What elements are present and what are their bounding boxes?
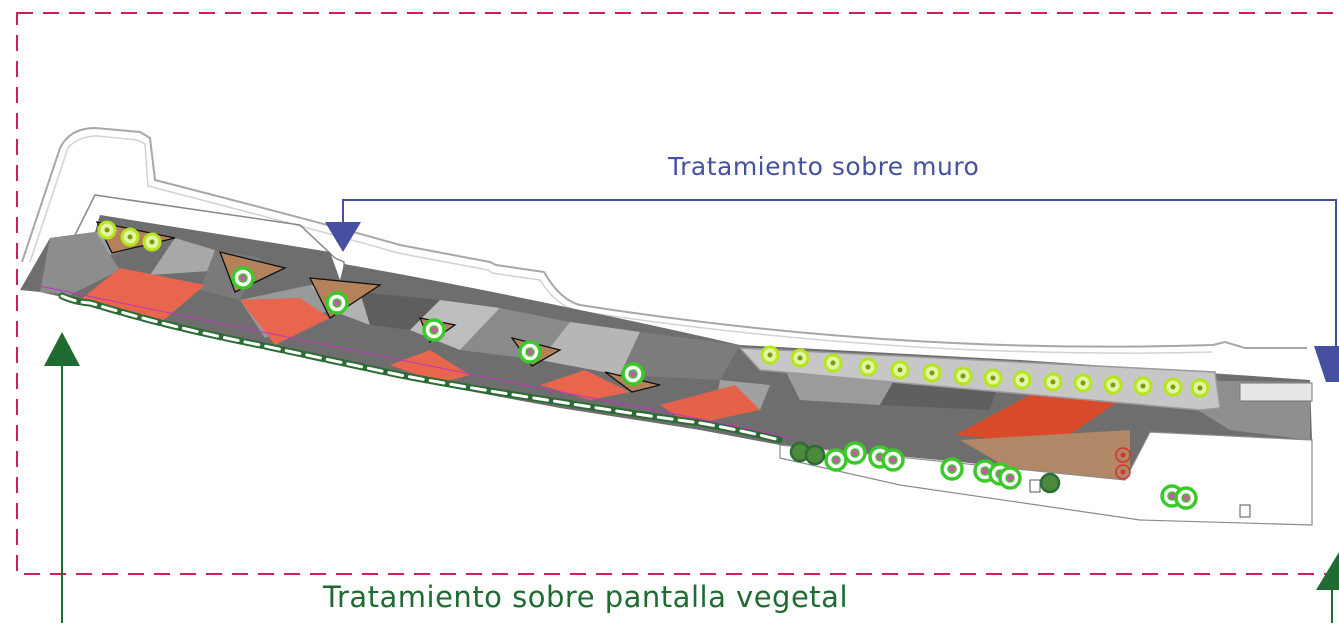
wall-outline-outer bbox=[21, 126, 1307, 349]
wall-arrow-line bbox=[342, 199, 1337, 350]
accent-paving bbox=[80, 268, 1120, 445]
paving-edge-line bbox=[39, 285, 791, 439]
wall-outline-inner bbox=[29, 135, 1213, 354]
wall-treatment-indicator bbox=[325, 199, 1339, 382]
vegetal-arrow-head-right bbox=[1316, 552, 1339, 590]
intervention-boundary bbox=[16, 12, 1339, 575]
vegetal-screen-treatment-label: Tratamiento sobre pantalla vegetal bbox=[323, 580, 849, 614]
vegetal-treatment-indicator bbox=[44, 332, 1339, 623]
trees bbox=[97, 220, 1251, 518]
wall-treatment-label: Tratamiento sobre muro bbox=[668, 152, 980, 181]
wall-arrow-head-right bbox=[1314, 346, 1339, 382]
bench-strip bbox=[1239, 382, 1313, 402]
vegetal-screen-hedge-fill bbox=[60, 294, 782, 442]
vegetal-arrow-head-left bbox=[44, 332, 80, 366]
wall-arrow-head-left bbox=[325, 222, 361, 252]
